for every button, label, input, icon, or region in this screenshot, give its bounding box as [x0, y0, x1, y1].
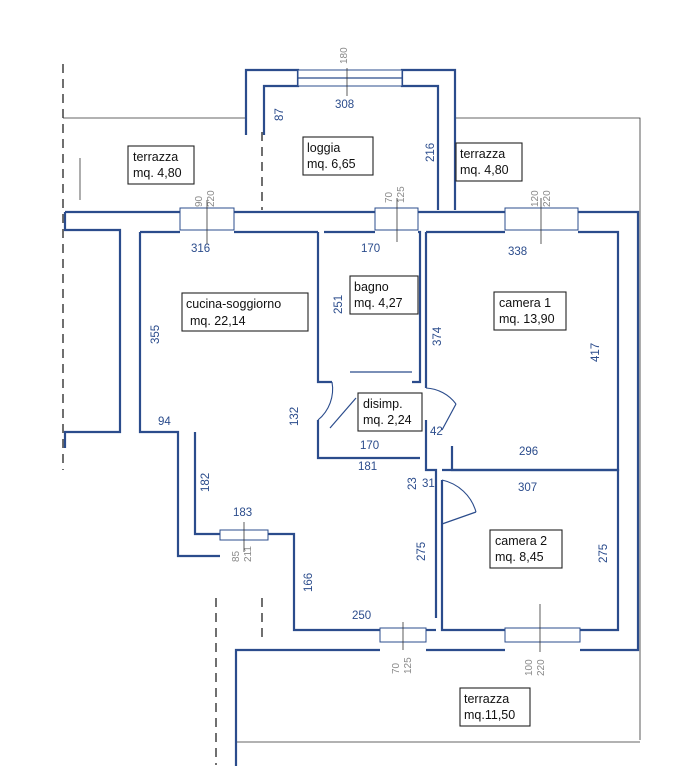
room-area: mq. 4,27	[354, 296, 403, 310]
room-name: disimp.	[363, 397, 403, 411]
room-name: camera 1	[499, 296, 551, 310]
disimp-wall-right	[424, 420, 438, 618]
dim-disimp-132: 132	[289, 407, 301, 426]
room-name: cucina-soggiorno	[186, 297, 281, 311]
loggia-wall-right	[400, 68, 457, 210]
win-terr-l-a: 90	[194, 195, 205, 207]
dim-bagno-width: 170	[361, 243, 380, 255]
room-name: terrazza	[460, 147, 505, 161]
dim-loggia-width: 308	[335, 99, 354, 111]
dim-23: 23	[407, 477, 419, 490]
room-label-camera2: camera 2 mq. 8,45	[489, 529, 563, 569]
dim-cucina-height: 355	[150, 325, 162, 344]
bagno-window	[374, 207, 419, 231]
loggia-wall-left	[244, 68, 300, 135]
dim-cucina-width: 316	[191, 243, 210, 255]
camera2-door-leaf	[441, 511, 477, 525]
room-label-terrazza-right: terrazza mq. 4,80	[455, 142, 523, 182]
room-area: mq. 13,90	[499, 312, 555, 326]
room-name: loggia	[307, 141, 340, 155]
dim-cucina-94: 94	[158, 416, 171, 428]
dim-cucina-182: 182	[200, 473, 212, 492]
win-cuc-a: 85	[231, 550, 242, 562]
bagno-wall-left	[316, 232, 332, 384]
dim-disimp-42: 42	[430, 426, 443, 438]
dim-camera2-width: 307	[518, 482, 537, 494]
cucina-wall-bottom	[268, 532, 380, 632]
room-area: mq. 2,24	[363, 413, 412, 427]
room-label-terrazza-left: terrazza mq. 4,80	[127, 145, 195, 185]
dim-loggia-right: 216	[425, 143, 437, 162]
room-name: bagno	[354, 280, 389, 294]
room-name: terrazza	[133, 150, 178, 164]
room-name: camera 2	[495, 534, 547, 548]
room-label-terrazza-bottom: terrazza mq.11,50	[459, 687, 531, 727]
room-label-bagno: bagno mq. 4,27	[349, 275, 419, 315]
wall-top-right	[578, 210, 640, 652]
camera2-window	[504, 627, 581, 643]
win-top: 180	[339, 47, 350, 64]
dim-275-a: 275	[416, 542, 428, 561]
disimp-door-right-arc	[425, 387, 457, 405]
cucina-wall-inner	[193, 432, 220, 536]
room-area: mq. 6,65	[307, 157, 356, 171]
dim-camera1-width: 338	[508, 246, 527, 258]
terrazza-right-outline	[455, 117, 641, 740]
room-label-disimp: disimp. mq. 2,24	[357, 392, 423, 432]
win-cam2-b: 220	[536, 659, 547, 676]
dim-camera2-height: 275	[598, 544, 610, 563]
dim-camera1-296: 296	[519, 446, 538, 458]
dim-250: 250	[352, 610, 371, 622]
dim-camera1-height: 417	[590, 343, 602, 362]
camera1-door-leaf	[441, 403, 457, 431]
camera2-wall-top	[442, 468, 620, 632]
dim-bagno-height: 251	[333, 295, 345, 314]
win-cam1-b: 220	[542, 190, 553, 207]
win-bagno-a: 70	[384, 191, 395, 203]
dim-31: 31	[422, 478, 435, 490]
disimp-wall-bottom	[316, 420, 420, 460]
wall-left-stub	[63, 212, 122, 448]
win-bot-b: 125	[403, 657, 414, 674]
camera2-wall-left	[440, 480, 505, 632]
dim-disimp-170: 170	[360, 440, 379, 452]
room-label-loggia: loggia mq. 6,65	[302, 136, 374, 176]
win-bot-a: 70	[391, 662, 402, 674]
win-cam1-a: 120	[530, 190, 541, 207]
bagno-wall-right	[412, 230, 422, 384]
room-area: mq. 22,14	[190, 314, 246, 328]
win-cuc-b: 211	[243, 546, 254, 562]
dim-181: 181	[358, 461, 377, 473]
room-area: mq. 8,45	[495, 550, 544, 564]
room-label-camera1: camera 1 mq. 13,90	[493, 291, 567, 331]
room-area: mq.11,50	[464, 708, 515, 722]
camera1-window	[504, 207, 579, 231]
win-cam2-a: 100	[524, 659, 535, 676]
room-area: mq. 4,80	[460, 163, 509, 177]
dim-374: 374	[432, 326, 444, 346]
dim-183: 183	[233, 507, 252, 519]
win-bagno-b: 125	[396, 186, 407, 203]
dim-loggia-left: 87	[274, 108, 286, 121]
camera2-door-arc	[441, 479, 477, 513]
room-label-cucina: cucina-soggiorno mq. 22,14	[181, 292, 309, 332]
win-terr-l-b: 220	[206, 190, 217, 207]
terrazza-bottom-wall	[234, 648, 380, 766]
room-name: terrazza	[464, 692, 509, 706]
disimp-door-left-arc	[317, 381, 334, 421]
dim-166: 166	[303, 573, 315, 592]
room-area: mq. 4,80	[133, 166, 182, 180]
cucina-wall-left	[138, 232, 220, 558]
disimp-door-leaf	[329, 397, 357, 429]
